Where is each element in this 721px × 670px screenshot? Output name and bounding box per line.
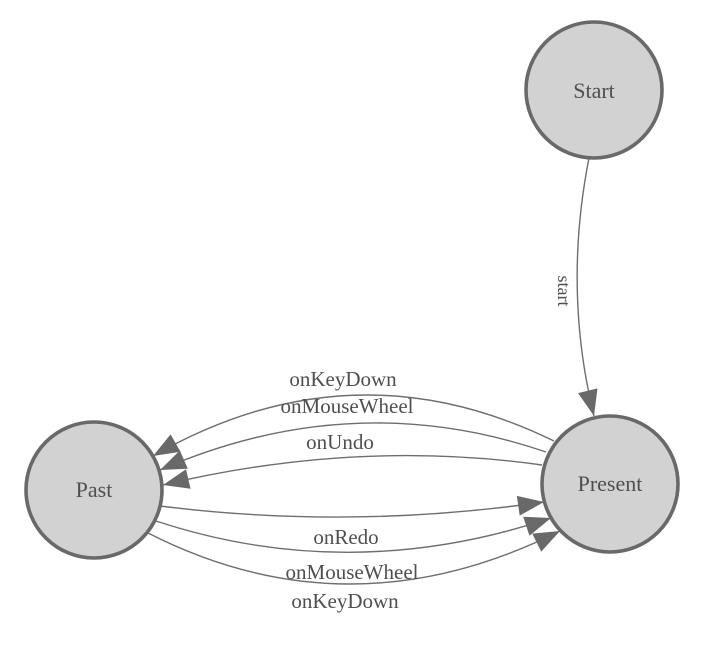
node-present[interactable]: Present — [540, 414, 680, 554]
edge-group — [147, 157, 598, 585]
node-past[interactable]: Past — [24, 420, 164, 560]
edge-label-onmousewheel-top: onMouseWheel — [281, 394, 414, 418]
edge-label-onundo: onUndo — [306, 430, 374, 454]
edge-past-to-present-onredo — [159, 495, 545, 518]
edge-label-onkeydown-top: onKeyDown — [289, 367, 397, 391]
edge-label-onkeydown-bottom: onKeyDown — [291, 589, 399, 613]
edge-past-to-present-onmousewheel — [155, 516, 552, 553]
edge-label-group: start onKeyDown onMouseWheel onUndo onRe… — [281, 276, 574, 614]
node-start[interactable]: Start — [524, 20, 664, 160]
edge-present-to-past-onmousewheel — [159, 422, 547, 471]
edge-start-to-present — [576, 157, 598, 417]
edge-label-start: start — [554, 276, 574, 307]
node-start-circle[interactable] — [524, 20, 664, 160]
edge-present-to-past-onkeydown — [152, 394, 555, 457]
node-past-circle[interactable] — [24, 420, 164, 560]
edge-label-onredo: onRedo — [313, 525, 378, 549]
edge-label-onmousewheel-bottom: onMouseWheel — [286, 560, 419, 584]
edge-past-to-present-onkeydown — [147, 530, 561, 585]
edge-present-to-past-onundo — [162, 454, 543, 489]
node-present-circle[interactable] — [540, 414, 680, 554]
